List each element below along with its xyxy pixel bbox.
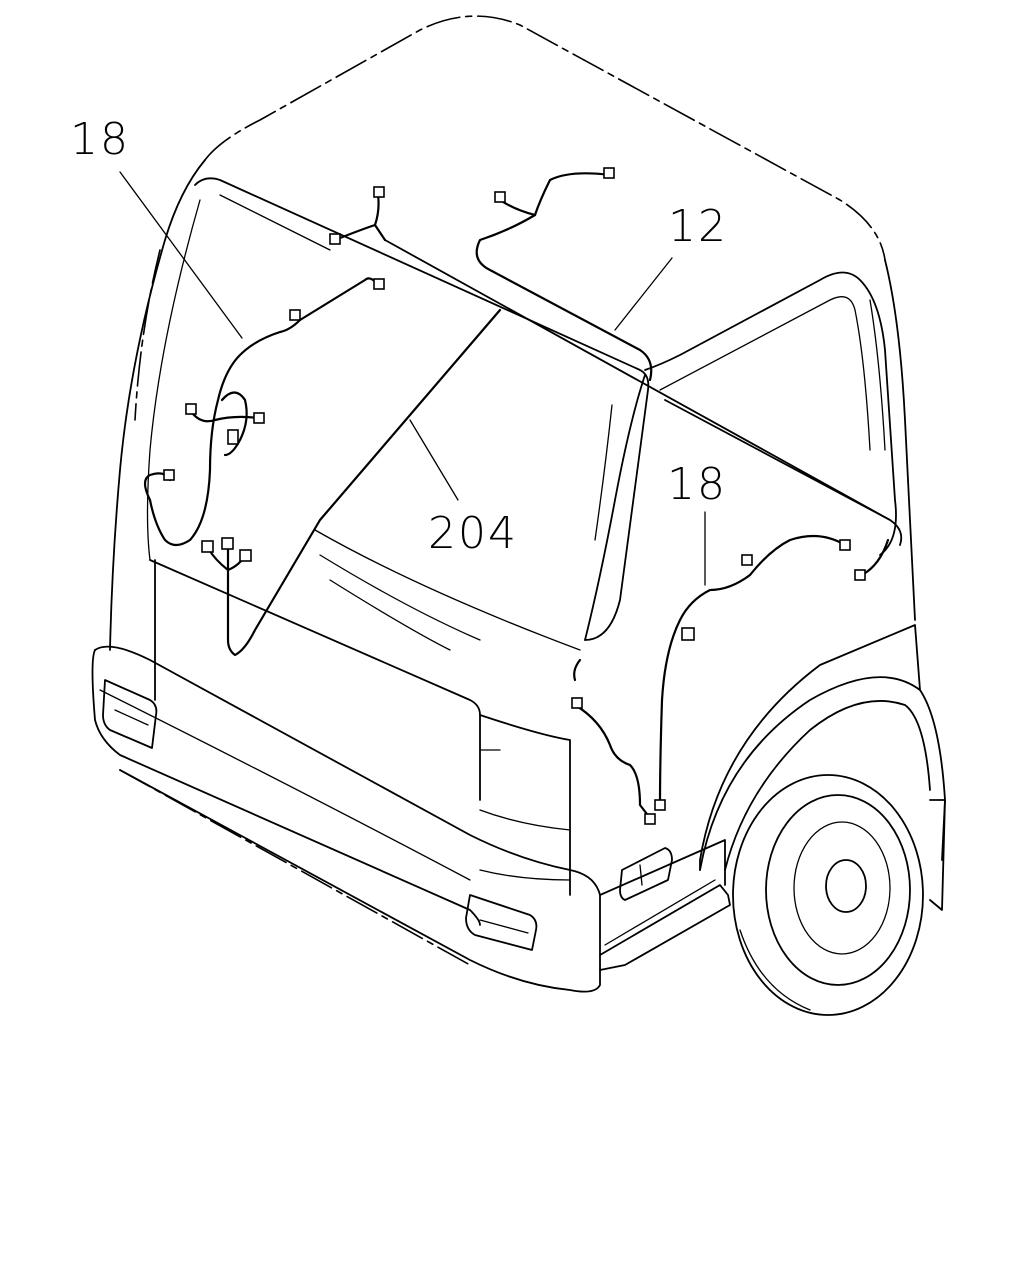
- windshield-frame: [194, 177, 650, 641]
- cab-body: [91, 15, 916, 993]
- right-side-panel: [884, 259, 916, 621]
- wheel-hub: [825, 859, 867, 913]
- front-panel-top: [149, 559, 481, 801]
- front-panel-line-1: [314, 529, 581, 651]
- tire-tread-line: [739, 929, 811, 1011]
- fender-lower: [599, 839, 726, 896]
- harness-204-main-wire: [226, 308, 502, 657]
- right-headlamp-inner: [479, 919, 529, 934]
- side-turn-lamp: [619, 847, 673, 901]
- right-side-inner: [869, 299, 886, 451]
- harness-18-right-connector-d: [681, 627, 695, 641]
- harness-12: [475, 167, 653, 382]
- front-wheel-assembly: [699, 624, 946, 1016]
- harness-18-left: [143, 277, 385, 547]
- leader-lines: [119, 171, 706, 586]
- left-side-phantom: [134, 249, 161, 421]
- harness-18-left-connector-c: [185, 403, 197, 415]
- harness-18-left-connector-a: [373, 278, 385, 290]
- harness-18-right-connector-b: [854, 569, 866, 581]
- left-side-panel: [109, 159, 206, 651]
- fender-arch: [699, 676, 946, 871]
- door-frame-outer: [644, 271, 897, 556]
- front-step-1: [479, 809, 571, 831]
- harness-18-right-connector-f: [654, 799, 666, 811]
- harness-18-left-connector-f: [163, 469, 175, 481]
- callout-18-right: 18: [667, 459, 727, 510]
- door-frame-inner: [659, 296, 871, 451]
- harness-18-right: [571, 534, 890, 825]
- rim-outer: [765, 794, 911, 986]
- left-headlamp-inner: [114, 709, 149, 726]
- mud-flap: [929, 799, 946, 911]
- rim-inner: [793, 821, 891, 955]
- harness-204-connector-2: [221, 537, 234, 550]
- tire-outer: [732, 774, 924, 1016]
- fender-top: [699, 624, 921, 871]
- a-pillar: [584, 374, 646, 641]
- harness-204-connector-top: [373, 186, 385, 198]
- a-pillar-inner: [594, 404, 613, 541]
- harness-18-right-connector-a: [839, 539, 851, 551]
- left-headlamp: [102, 679, 158, 749]
- harness-204-connector-1: [201, 540, 214, 553]
- leader-line-18-left: [119, 171, 243, 339]
- roof-cross-line: [384, 239, 891, 521]
- harness-18-left-branch: [188, 408, 260, 423]
- fender-arch-inner: [724, 700, 931, 871]
- harness-204-roof-wire: [333, 193, 387, 242]
- harness-18-left-loop: [220, 391, 248, 457]
- front-step-2: [479, 869, 571, 881]
- harness-204-connector-3: [239, 549, 252, 562]
- front-panel-line-3: [329, 579, 451, 651]
- harness-204-connector-roof: [329, 233, 341, 245]
- leader-line-12: [614, 257, 673, 331]
- front-panel-line-2: [319, 554, 481, 641]
- harness-18-right-connector-g: [644, 813, 656, 825]
- callout-18-left: 18: [70, 114, 130, 165]
- harness-18-right-lower: [573, 703, 652, 820]
- bumper-top: [94, 645, 601, 993]
- windshield-inner: [146, 199, 201, 561]
- callout-204: 204: [428, 508, 518, 559]
- harness-18-left-wire: [143, 277, 380, 547]
- running-board: [599, 884, 731, 971]
- harness-18-right-wire: [658, 534, 847, 807]
- harness-18-right-connector-e: [571, 697, 583, 709]
- callout-12: 12: [668, 201, 728, 252]
- harness-204: [201, 186, 502, 657]
- right-headlamp: [465, 894, 538, 951]
- bumper-phantom: [119, 769, 471, 966]
- harness-18-right-connector-c: [741, 554, 753, 566]
- harness-12-connector-b: [494, 191, 506, 203]
- bumper-outline: [91, 649, 481, 926]
- harness-18-left-connector-d: [253, 412, 265, 424]
- front-right-corner: [479, 714, 571, 896]
- harness-18-left-connector-b: [289, 309, 301, 321]
- bumper-mid-line: [99, 689, 471, 881]
- harness-12-connector-a: [603, 167, 615, 179]
- windshield-top-edge: [219, 194, 331, 251]
- harness-12-wire: [475, 172, 653, 382]
- roof-outline: [204, 15, 886, 261]
- harness-18-left-connector-e: [227, 429, 239, 445]
- harness-18-right-pillar-end: [573, 658, 582, 682]
- leader-line-204: [409, 419, 459, 501]
- side-turn-lamp-inner: [639, 864, 643, 886]
- harness-18-right-branch: [860, 538, 890, 577]
- running-board-inner: [604, 879, 716, 946]
